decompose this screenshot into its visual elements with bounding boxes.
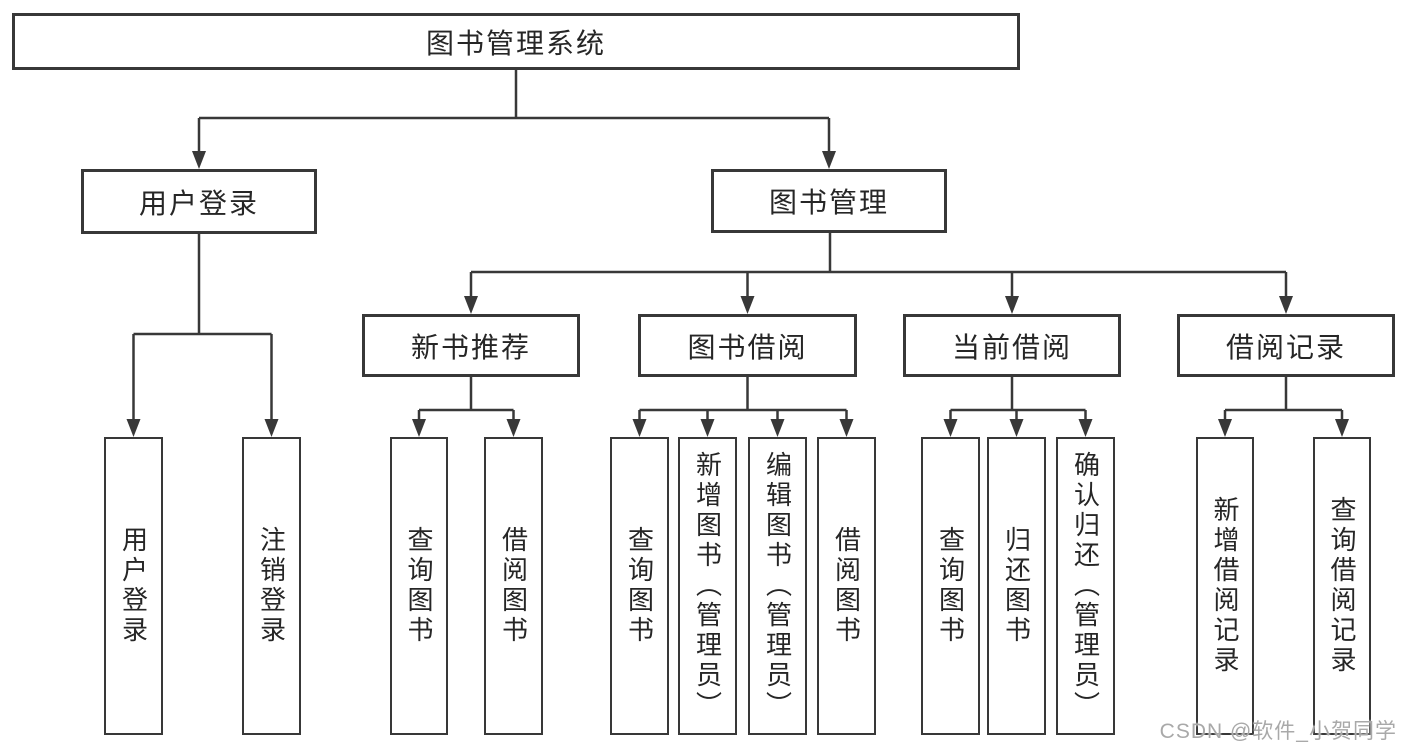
leaf-logout: 注销登录 [242, 437, 301, 735]
leaf-add-borrow-record-label: 新增借阅记录 [1210, 496, 1240, 676]
node-new-book-recommend: 新书推荐 [362, 314, 580, 377]
leaf-query-books-borrow: 查询图书 [610, 437, 669, 735]
node-current-borrow: 当前借阅 [903, 314, 1121, 377]
leaf-query-books-recommend: 查询图书 [390, 437, 448, 735]
leaf-confirm-return-admin-label: 确认归还（管理员） [1070, 451, 1101, 721]
leaf-confirm-return-admin: 确认归还（管理员） [1056, 437, 1115, 735]
arrowheads [126, 151, 1349, 437]
node-book-management-label: 图书管理 [768, 187, 889, 218]
leaf-query-books-recommend-label: 查询图书 [404, 526, 434, 646]
leaf-add-borrow-record: 新增借阅记录 [1196, 437, 1254, 735]
leaf-query-borrow-record-label: 查询借阅记录 [1327, 496, 1357, 676]
leaf-query-books-current-label: 查询图书 [935, 526, 966, 646]
leaf-query-borrow-record: 查询借阅记录 [1313, 437, 1371, 735]
node-book-management: 图书管理 [711, 169, 947, 233]
leaf-borrow-books: 借阅图书 [817, 437, 876, 735]
watermark: CSDN @软件_小贺同学 [1159, 720, 1397, 743]
leaf-edit-book-admin-label: 编辑图书（管理员） [762, 451, 793, 721]
leaf-borrow-books-recommend-label: 借阅图书 [498, 526, 529, 646]
node-borrow-records: 借阅记录 [1177, 314, 1395, 377]
leaf-return-book: 归还图书 [987, 437, 1046, 735]
leaf-borrow-books-recommend: 借阅图书 [484, 437, 543, 735]
node-user-login-label: 用户登录 [138, 187, 259, 219]
leaf-query-books-borrow-label: 查询图书 [624, 526, 655, 646]
node-user-login: 用户登录 [81, 169, 317, 234]
leaf-borrow-books-label: 借阅图书 [831, 526, 862, 646]
node-borrow-records-label: 借阅记录 [1225, 331, 1346, 363]
leaf-edit-book-admin: 编辑图书（管理员） [748, 437, 807, 735]
leaf-return-book-label: 归还图书 [1001, 526, 1032, 646]
node-root-label: 图书管理系统 [425, 27, 606, 59]
leaf-logout-label: 注销登录 [256, 526, 287, 646]
node-book-borrow-label: 图书借阅 [687, 331, 808, 363]
leaf-add-book-admin: 新增图书（管理员） [678, 437, 737, 735]
leaf-query-books-current: 查询图书 [921, 437, 980, 735]
leaf-user-login: 用户登录 [104, 437, 163, 735]
node-current-borrow-label: 当前借阅 [951, 331, 1072, 363]
node-book-borrow: 图书借阅 [638, 314, 857, 377]
node-root: 图书管理系统 [12, 13, 1020, 70]
leaf-user-login-label: 用户登录 [118, 526, 149, 646]
leaf-add-book-admin-label: 新增图书（管理员） [692, 451, 723, 721]
node-new-book-recommend-label: 新书推荐 [410, 331, 531, 363]
